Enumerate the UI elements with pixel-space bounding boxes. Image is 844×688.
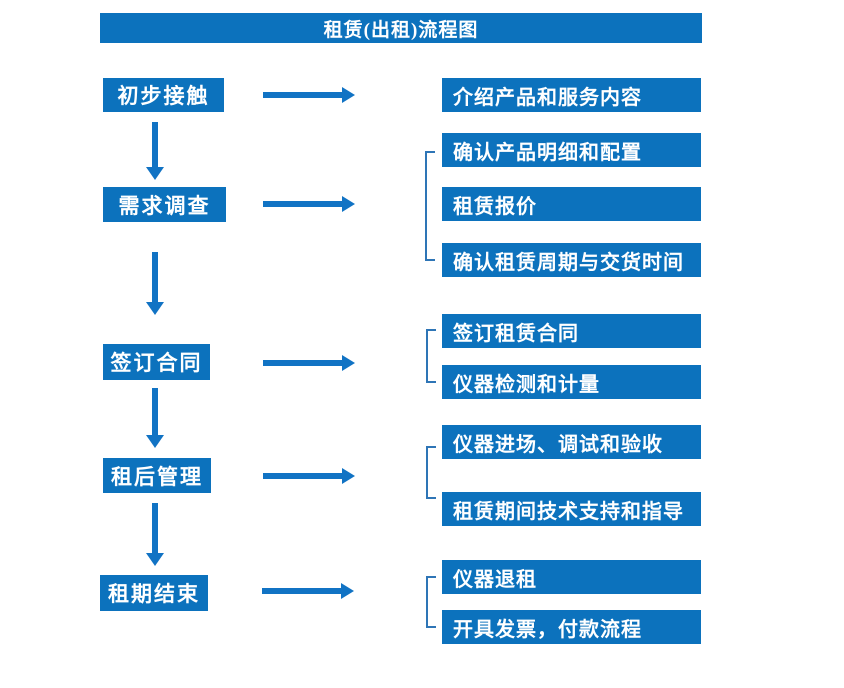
detail-box: 确认产品明细和配置 [442,133,701,167]
stage-box-initial-contact: 初步接触 [103,78,224,112]
title-banner: 租赁(出租)流程图 [100,13,702,43]
right-arrow-icon [263,468,355,484]
detail-box: 介绍产品和服务内容 [442,78,701,112]
detail-label: 介绍产品和服务内容 [453,86,642,109]
detail-box: 开具发票，付款流程 [442,610,701,644]
stage-label: 租期结束 [108,582,200,606]
group-bracket [426,329,436,383]
detail-box: 租赁报价 [442,187,701,221]
down-arrow-icon [146,122,164,180]
detail-box: 仪器进场、调试和验收 [442,425,701,459]
right-arrow-icon [263,87,355,103]
stage-box-rental-end: 租期结束 [100,575,208,611]
group-bracket [426,446,436,499]
page-title: 租赁(出租)流程图 [323,19,479,41]
group-bracket [425,151,435,261]
down-arrow-icon [146,252,164,315]
stage-label: 租后管理 [111,464,203,489]
down-arrow-icon [146,503,164,566]
detail-label: 租赁期间技术支持和指导 [453,500,684,523]
detail-label: 仪器检测和计量 [453,373,600,396]
group-bracket [426,576,436,628]
detail-label: 开具发票，付款流程 [453,618,642,641]
stage-box-demand-survey: 需求调查 [103,187,226,222]
detail-label: 仪器进场、调试和验收 [453,433,663,456]
detail-box: 仪器检测和计量 [442,365,701,399]
stage-box-post-rental-management: 租后管理 [103,458,211,493]
detail-box: 仪器退租 [442,560,701,594]
detail-label: 仪器退租 [453,568,537,591]
right-arrow-icon [263,355,355,371]
right-arrow-icon [262,583,354,599]
stage-label: 初步接触 [117,84,210,108]
stage-label: 签订合同 [110,351,203,375]
detail-label: 租赁报价 [453,195,537,218]
detail-label: 确认租赁周期与交货时间 [453,251,684,274]
detail-box: 签订租赁合同 [442,314,701,348]
stage-box-sign-contract: 签订合同 [103,344,210,380]
right-arrow-icon [263,196,355,212]
detail-label: 签订租赁合同 [453,322,579,345]
stage-label: 需求调查 [118,193,211,218]
detail-box: 确认租赁周期与交货时间 [442,243,701,277]
down-arrow-icon [146,388,164,448]
detail-box: 租赁期间技术支持和指导 [442,492,701,526]
detail-label: 确认产品明细和配置 [453,141,642,164]
